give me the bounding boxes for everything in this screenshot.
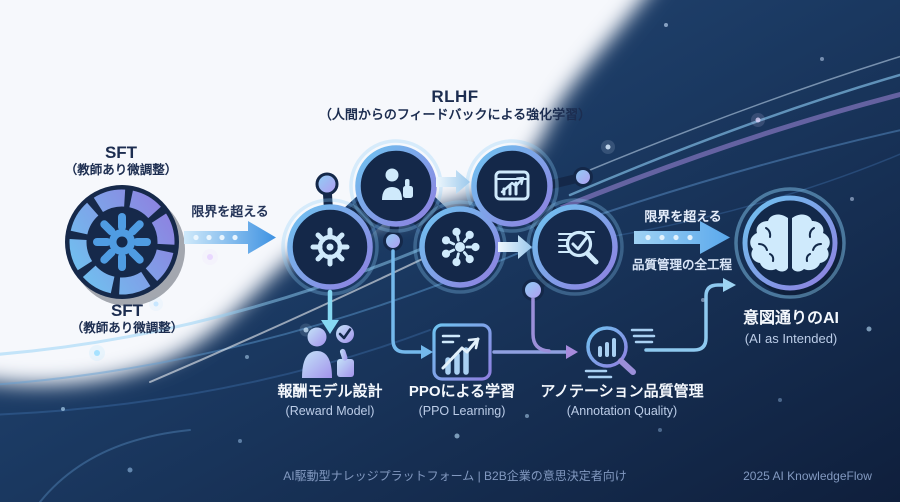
- chain-circle-audit: [532, 204, 618, 290]
- rlhf-chain: [281, 139, 624, 301]
- magnifier-check-icon: [558, 230, 599, 265]
- goal-label: 意図通りのAI (AI as Intended): [742, 310, 839, 346]
- chain-node: [573, 167, 593, 187]
- stage-connectors: [391, 249, 736, 359]
- stage-ppo-learning: PPOによる学習 (PPO Learning): [408, 383, 516, 418]
- limit-arrow-left: [184, 221, 276, 254]
- chain-arrow-icon: [498, 235, 532, 259]
- limit-arrow-right: [634, 221, 730, 254]
- footer-brand: 2025 AI KnowledgeFlow: [743, 469, 872, 483]
- chain-circle-chart: [471, 145, 553, 227]
- quality-process-label: 品質管理の全工程: [631, 258, 732, 272]
- footer-tagline: AI駆動型ナレッジプラットフォーム | B2B企業の意思決定者向け: [283, 469, 627, 483]
- magnifier-bars-icon: [584, 326, 656, 379]
- network-hub-icon: [441, 227, 480, 267]
- person-approve-icon: [382, 168, 413, 200]
- chain-node: [315, 172, 339, 196]
- limit-label-right: 限界を超える: [644, 209, 722, 224]
- brain-icon: [750, 214, 830, 272]
- limit-label-left: 限界を超える: [191, 204, 269, 219]
- stage-reward-model: 報酬モデル設計 (Reward Model): [277, 383, 383, 418]
- chain-circle-person: [355, 145, 437, 227]
- chain-circle-network: [419, 206, 501, 288]
- title-main: RLHF: [431, 87, 479, 106]
- chain-circle-gear: [287, 204, 373, 290]
- sft-label-bottom: SFT （教師あり微調整）: [70, 301, 184, 336]
- sft-label-top: SFT （教師あり微調整）: [64, 143, 178, 178]
- sft-wheel: [65, 185, 185, 306]
- trend-window-icon: [494, 170, 530, 201]
- diagram-title: RLHF （人間からのフィードバックによる強化学習）: [255, 86, 655, 124]
- bar-chart-box-icon: [432, 323, 492, 381]
- gear-icon: [93, 213, 151, 271]
- goal-brain-circle: [734, 187, 846, 299]
- sparkle-dots: [61, 23, 872, 473]
- chain-arrow-icon: [436, 170, 470, 194]
- person-feedback-icon: [302, 325, 354, 378]
- stage-annotation-quality: アノテーション品質管理 (Annotation Quality): [540, 383, 704, 418]
- title-subtitle: （人間からのフィードバックによる強化学習）: [318, 107, 592, 123]
- chain-node: [383, 231, 403, 251]
- arrow-to-reward: [321, 289, 339, 334]
- chain-node: [522, 279, 544, 301]
